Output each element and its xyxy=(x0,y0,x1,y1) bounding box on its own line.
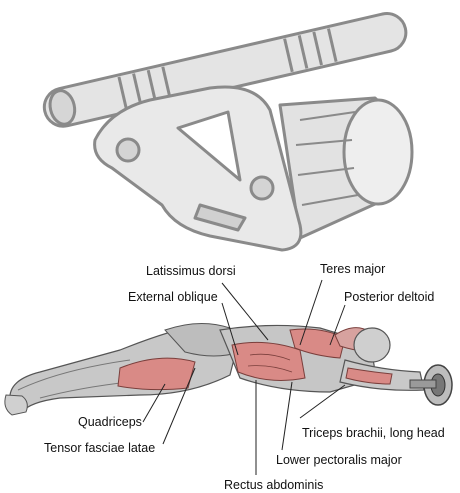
leader-latissimus-dorsi xyxy=(221,282,269,341)
leader-lines xyxy=(142,279,346,475)
label-lower-pectoralis-major: Lower pectoralis major xyxy=(276,453,402,467)
back-muscles xyxy=(289,328,346,359)
leader-lower-pectoralis-major xyxy=(281,381,293,451)
roller-frame xyxy=(93,85,303,252)
ab-roller-equipment xyxy=(42,12,414,252)
human-figure xyxy=(4,322,453,416)
label-tensor-fasciae-latae: Tensor fasciae latae xyxy=(44,441,156,455)
label-posterior-deltoid: Posterior deltoid xyxy=(344,290,435,304)
leader-external-oblique xyxy=(221,302,239,356)
label-teres-major: Teres major xyxy=(320,262,386,276)
leader-teres-major xyxy=(299,279,323,346)
label-triceps-brachii: Triceps brachii, long head xyxy=(302,426,445,440)
head xyxy=(353,327,391,363)
leader-tensor-fasciae-latae xyxy=(162,367,196,445)
label-latissimus-dorsi: Latissimus dorsi xyxy=(146,264,236,278)
leader-quadriceps xyxy=(142,383,166,423)
quadriceps-muscle xyxy=(117,357,196,391)
abdominal-muscles xyxy=(231,341,306,381)
label-rectus-abdominis: Rectus abdominis xyxy=(224,478,324,492)
leader-posterior-deltoid xyxy=(329,304,346,346)
mini-roller xyxy=(409,364,453,406)
label-quadriceps: Quadriceps xyxy=(78,415,142,429)
leader-triceps-brachii xyxy=(299,384,346,419)
label-external-oblique: External oblique xyxy=(128,290,218,304)
roller-wheel xyxy=(278,96,414,240)
triceps-muscle xyxy=(345,367,393,385)
